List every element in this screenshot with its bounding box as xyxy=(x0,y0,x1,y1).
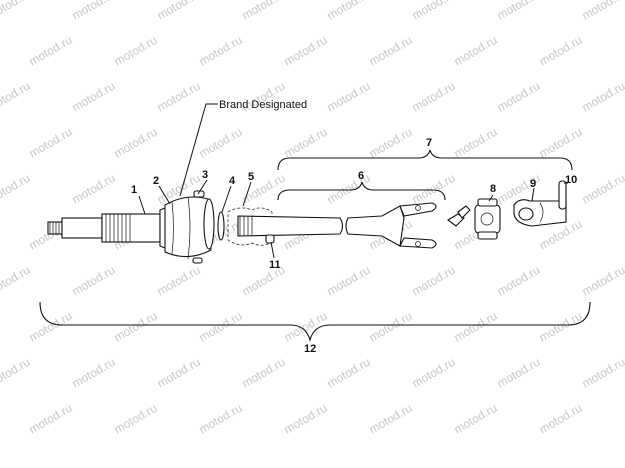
watermark-text: motod.ru xyxy=(0,355,33,391)
callout-5: 5 xyxy=(248,171,254,183)
watermark-text: motod.ru xyxy=(240,0,288,23)
watermark-text: motod.ru xyxy=(452,401,500,437)
watermark-text: motod.ru xyxy=(580,263,625,299)
callout-2: 2 xyxy=(153,175,159,187)
watermark-text: motod.ru xyxy=(70,79,118,115)
callout-labels: 1 2 3 4 5 6 7 8 9 10 11 12 xyxy=(131,137,577,355)
watermark-text: motod.ru xyxy=(495,355,543,391)
part-11-clamp xyxy=(265,234,275,244)
watermark-text: motod.ru xyxy=(27,33,75,69)
watermark-text: motod.ru xyxy=(155,0,203,23)
brand-designated-note: Brand Designated xyxy=(219,99,307,111)
watermark-text: motod.ru xyxy=(27,401,75,437)
watermark-text: motod.ru xyxy=(197,401,245,437)
watermark-text: motod.ru xyxy=(410,171,458,207)
watermark-text: motod.ru xyxy=(27,125,75,161)
watermark-text: motod.ru xyxy=(282,309,330,345)
watermark-text: motod.ru xyxy=(410,0,458,23)
watermark-text: motod.ru xyxy=(495,0,543,23)
watermark-text: motod.ru xyxy=(197,33,245,69)
watermark-text: motod.ru xyxy=(70,263,118,299)
watermark-text: motod.ru xyxy=(537,401,585,437)
part-6-shaft-yoke xyxy=(237,202,437,249)
part-2-cv-housing xyxy=(164,196,215,260)
watermark-text: motod.ru xyxy=(452,309,500,345)
watermark-text: motod.ru xyxy=(70,171,118,207)
watermark-text: motod.ru xyxy=(155,355,203,391)
watermark-text: motod.ru xyxy=(580,0,625,23)
watermark-text: motod.ru xyxy=(197,309,245,345)
watermark-text: motod.ru xyxy=(495,263,543,299)
callout-7: 7 xyxy=(426,137,432,149)
watermark-text: motod.ru xyxy=(0,263,33,299)
watermark-text: motod.ru xyxy=(325,355,373,391)
callout-10: 10 xyxy=(565,174,577,186)
watermark-text: motod.ru xyxy=(112,309,160,345)
watermark-text: motod.ru xyxy=(410,263,458,299)
watermark-text: motod.ru xyxy=(580,171,625,207)
watermark-text: motod.ru xyxy=(367,125,415,161)
watermark-text: motod.ru xyxy=(367,401,415,437)
part-8-cross-bearing xyxy=(447,198,501,240)
watermark-text: motod.ru xyxy=(197,125,245,161)
callout-9: 9 xyxy=(530,178,536,190)
watermark-text: motod.ru xyxy=(0,79,33,115)
watermark-text: motod.ru xyxy=(537,309,585,345)
watermark-text: motod.ru xyxy=(325,79,373,115)
watermark-text: motod.ru xyxy=(282,125,330,161)
watermark-text: motod.ru xyxy=(325,263,373,299)
watermark-text: motod.ru xyxy=(325,171,373,207)
watermark-text: motod.ru xyxy=(0,0,33,23)
part-4-retaining-ring xyxy=(217,211,225,241)
watermark-text: motod.ru xyxy=(495,79,543,115)
watermark-text: motod.ru xyxy=(0,171,33,207)
watermark-text: motod.ru xyxy=(537,33,585,69)
watermark-text: motod.ru xyxy=(537,125,585,161)
brace-6 xyxy=(277,181,446,201)
watermark-text: motod.ru xyxy=(112,401,160,437)
brace-12 xyxy=(39,301,591,343)
callout-6: 6 xyxy=(358,170,364,182)
callout-12: 12 xyxy=(304,343,316,355)
watermark-text: motod.ru xyxy=(27,309,75,345)
callout-1: 1 xyxy=(131,184,137,196)
watermark-text: motod.ru xyxy=(112,125,160,161)
watermark-text: motod.ru xyxy=(70,355,118,391)
watermark-text: motod.ru xyxy=(410,355,458,391)
brace-7 xyxy=(277,149,573,171)
watermark-text: motod.ru xyxy=(240,171,288,207)
watermark-text: motod.ru xyxy=(70,0,118,23)
watermark-text: motod.ru xyxy=(580,355,625,391)
watermark-text: motod.ru xyxy=(325,0,373,23)
watermark-text: motod.ru xyxy=(240,355,288,391)
leader-lines xyxy=(138,103,568,259)
watermark-text: motod.ru xyxy=(367,33,415,69)
watermark-text: motod.ru xyxy=(155,263,203,299)
watermark-text: motod.ru xyxy=(112,33,160,69)
watermark-text: motod.ru xyxy=(410,79,458,115)
callout-11: 11 xyxy=(269,259,281,271)
callout-3: 3 xyxy=(202,169,208,181)
callout-4: 4 xyxy=(229,175,236,187)
watermark-text: motod.ru xyxy=(282,401,330,437)
watermark-text: motod.ru xyxy=(452,33,500,69)
watermark-text: motod.ru xyxy=(452,125,500,161)
part-1-shaft xyxy=(47,205,171,251)
callout-8: 8 xyxy=(490,183,496,195)
part-9-yoke xyxy=(513,199,567,227)
watermark-text: motod.ru xyxy=(282,33,330,69)
watermark-text: motod.ru xyxy=(367,309,415,345)
watermark-text: motod.ru xyxy=(580,79,625,115)
part-3-clamp xyxy=(192,190,205,264)
part-10-roll-pin xyxy=(558,180,567,210)
watermark-text: motod.ru xyxy=(155,79,203,115)
